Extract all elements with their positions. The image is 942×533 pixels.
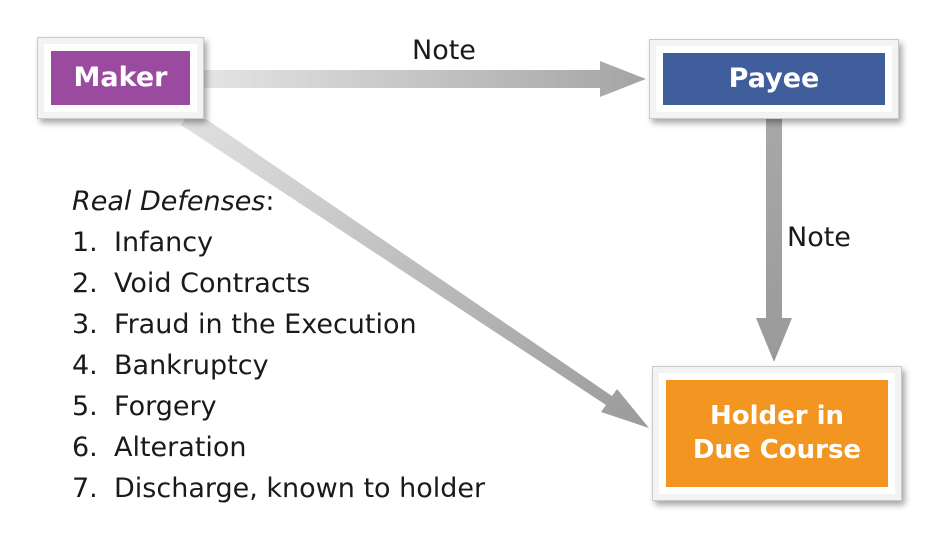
defense-text: Alteration <box>114 432 247 463</box>
real-defenses-heading-row: Real Defenses: <box>72 181 485 222</box>
arrow-maker-to-holder <box>181 119 649 428</box>
real-defenses-heading-colon: : <box>265 186 275 217</box>
defense-item: 7. Discharge, known to holder <box>72 468 485 509</box>
defense-number: 7. <box>72 473 98 504</box>
edge-label-maker-payee: Note <box>412 35 476 66</box>
maker-label: Maker <box>73 62 168 94</box>
defense-number: 4. <box>72 350 98 381</box>
defense-number: 5. <box>72 391 98 422</box>
defense-item: 6. Alteration <box>72 427 485 468</box>
arrow-maker-to-payee <box>204 61 646 97</box>
real-defenses-heading: Real Defenses <box>72 186 266 217</box>
defense-text: Fraud in the Execution <box>114 309 417 340</box>
edge-label-payee-holder: Note <box>787 222 851 253</box>
defense-item: 2. Void Contracts <box>72 263 485 304</box>
holder-in-due-course-box: Holder in Due Course <box>659 373 895 494</box>
defense-number: 2. <box>72 268 98 299</box>
arrow-payee-to-holder <box>756 119 792 362</box>
defense-number: 3. <box>72 309 98 340</box>
defense-item: 5. Forgery <box>72 386 485 427</box>
defense-text: Void Contracts <box>114 268 311 299</box>
holder-label-line2: Due Course <box>692 434 862 465</box>
defense-text: Discharge, known to holder <box>114 473 486 504</box>
defense-text: Forgery <box>114 391 217 422</box>
maker-box: Maker <box>44 44 197 112</box>
holder-label-line1: Holder in <box>709 400 845 431</box>
defense-number: 6. <box>72 432 98 463</box>
defense-item: 1. Infancy <box>72 222 485 263</box>
defense-item: 4. Bankruptcy <box>72 345 485 386</box>
defense-text: Bankruptcy <box>114 350 269 381</box>
payee-box: Payee <box>656 46 892 112</box>
real-defenses-list: Real Defenses: 1. Infancy 2. Void Contract… <box>72 181 485 509</box>
payee-label: Payee <box>728 63 820 95</box>
defense-item: 3. Fraud in the Execution <box>72 304 485 345</box>
defense-text: Infancy <box>114 227 214 258</box>
defense-number: 1. <box>72 227 98 258</box>
